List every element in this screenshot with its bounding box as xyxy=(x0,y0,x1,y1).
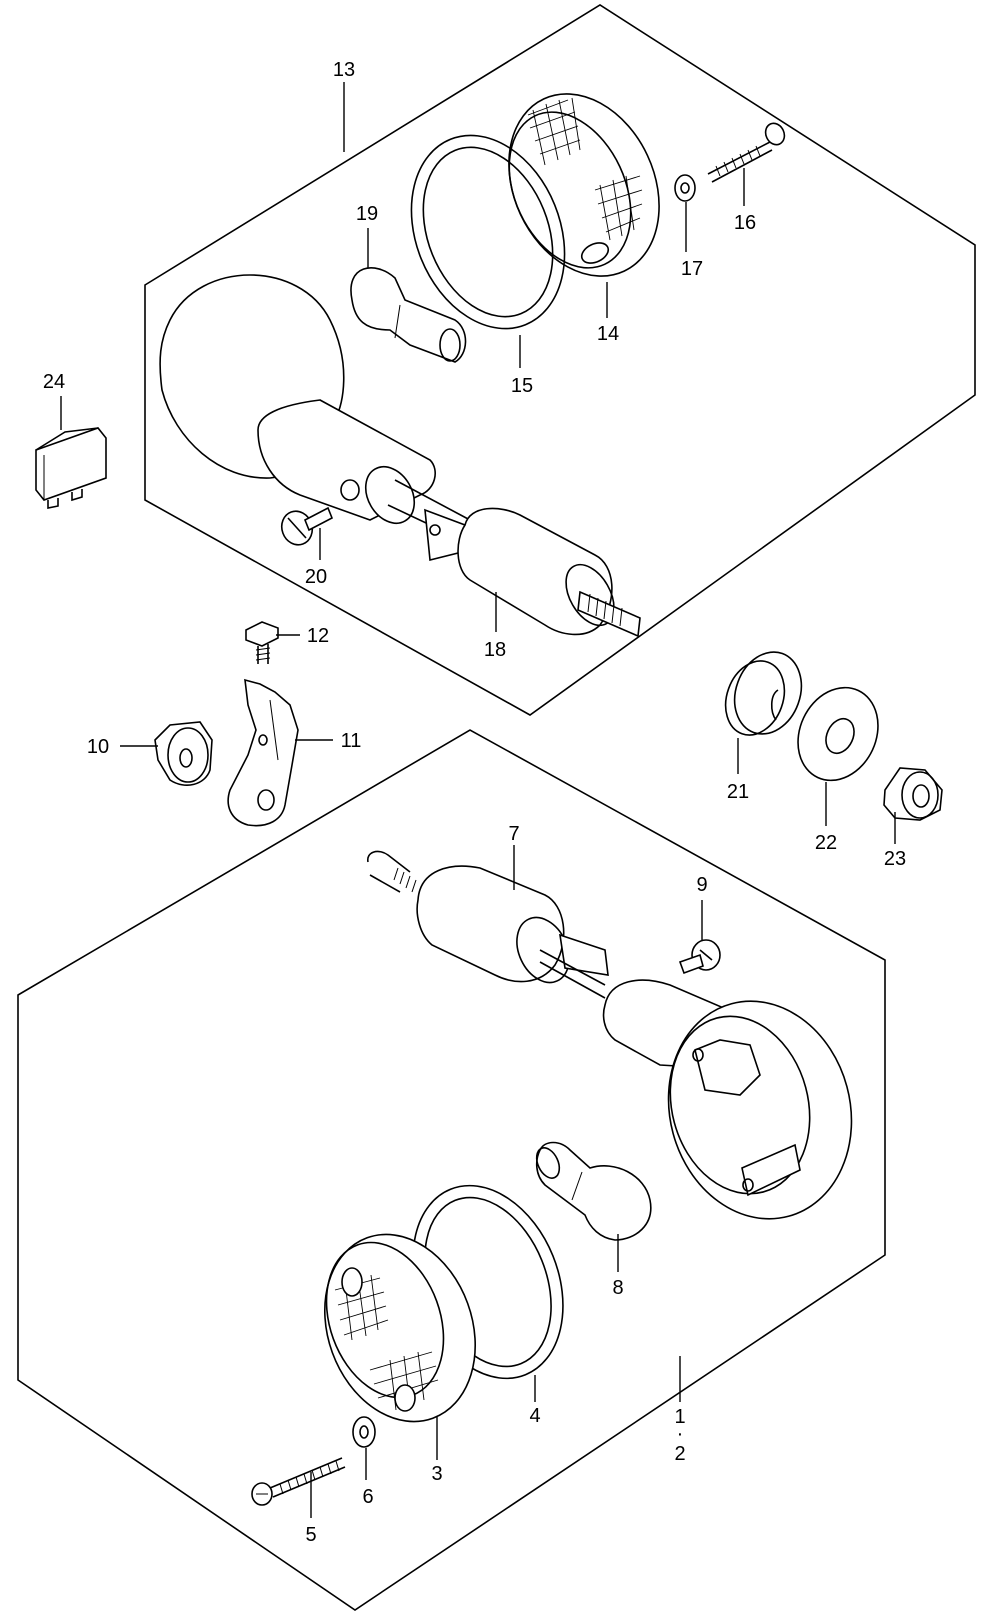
part-bulb-lower xyxy=(535,1141,652,1241)
callout-22: 22 xyxy=(815,832,837,854)
callout-6: 6 xyxy=(362,1486,373,1508)
part-small-screw-lower xyxy=(678,939,721,975)
part-washer-lower xyxy=(352,1416,376,1448)
callout-20: 20 xyxy=(305,566,327,588)
callout-1-dot: · xyxy=(677,1423,684,1445)
part-grommet xyxy=(724,651,803,736)
callout-18: 18 xyxy=(484,639,506,661)
callout-9: 9 xyxy=(696,874,707,896)
callout-3: 3 xyxy=(431,1463,442,1485)
part-screw-lower xyxy=(251,1457,346,1506)
callout-11: 11 xyxy=(341,730,362,752)
part-socket-upper xyxy=(424,507,641,638)
part-washer-upper xyxy=(674,174,696,202)
part-lens-upper xyxy=(508,93,660,277)
part-housing-lower xyxy=(602,979,853,1220)
callout-5: 5 xyxy=(305,1524,316,1546)
callout-4: 4 xyxy=(529,1405,540,1427)
callout-21: 21 xyxy=(727,781,749,803)
callout-7: 7 xyxy=(508,823,519,845)
part-bushing xyxy=(154,721,213,786)
callout-13: 13 xyxy=(333,59,355,81)
upper-assembly-frame xyxy=(144,4,976,716)
callout-labels: 13 19 15 14 17 16 24 20 18 12 11 10 21 2… xyxy=(43,59,906,1546)
part-bracket xyxy=(227,678,299,827)
callout-17: 17 xyxy=(681,258,703,280)
part-housing-upper xyxy=(159,274,471,541)
callout-12: 12 xyxy=(307,625,329,647)
part-nut xyxy=(883,767,943,821)
part-flat-washer xyxy=(797,686,879,782)
callout-10: 10 xyxy=(87,736,109,758)
callout-15: 15 xyxy=(511,375,533,397)
part-connector-block xyxy=(35,427,107,509)
callout-8: 8 xyxy=(612,1277,623,1299)
callout-23: 23 xyxy=(884,848,906,870)
leader-lines xyxy=(60,82,896,1518)
callout-2: 2 xyxy=(674,1443,685,1465)
part-bracket-bolt xyxy=(245,621,279,664)
part-screw-upper xyxy=(707,122,786,183)
part-lens-lower xyxy=(323,1233,477,1423)
callout-16: 16 xyxy=(734,212,756,234)
callout-24: 24 xyxy=(43,371,65,393)
lower-assembly-frame xyxy=(17,729,886,1611)
callout-1: 1 xyxy=(674,1406,685,1428)
part-gasket-ring-upper xyxy=(410,134,566,330)
part-small-screw-upper xyxy=(280,506,334,546)
callout-19: 19 xyxy=(356,203,378,225)
part-bulb-upper xyxy=(350,267,467,363)
callout-14: 14 xyxy=(597,323,619,345)
part-socket-lower xyxy=(367,850,609,999)
